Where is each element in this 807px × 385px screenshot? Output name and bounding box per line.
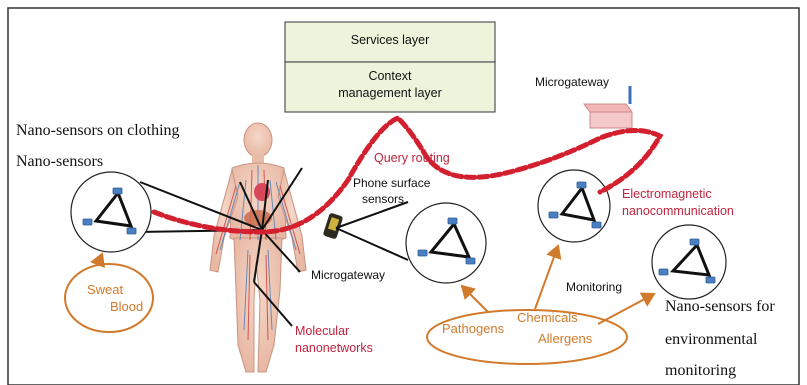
connection-lines bbox=[135, 167, 409, 327]
molecular-label-1: Molecular bbox=[295, 324, 350, 338]
query-routing-label: Query routing bbox=[374, 151, 450, 165]
frame-border bbox=[7, 7, 800, 385]
microgateway-device bbox=[583, 86, 633, 129]
pathogens-label: Pathogens bbox=[442, 321, 505, 336]
context-layer-label-2: management layer bbox=[338, 86, 442, 100]
phone-surface-label-1: Phone surface bbox=[353, 176, 431, 190]
electromagnetic-label-2: nanocommunication bbox=[622, 204, 734, 218]
electromagnetic-label-1: Electromagnetic bbox=[622, 187, 712, 201]
substances-ellipse bbox=[426, 309, 628, 365]
human-body-figure bbox=[209, 122, 307, 373]
nano-sensors-label: Nano-sensors bbox=[16, 153, 104, 170]
env-sensors-label-3: monitoring bbox=[665, 362, 737, 379]
query-routing-path bbox=[151, 115, 664, 235]
sensor-nodes bbox=[82, 181, 716, 284]
molecular-label-2: nanonetworks bbox=[295, 341, 373, 355]
phone-surface-label-2: sensors bbox=[362, 192, 405, 206]
env-sensors-label-1: Nano-sensors for bbox=[665, 298, 775, 315]
orange-arrows bbox=[90, 244, 656, 325]
context-layer-box bbox=[284, 61, 496, 113]
sensor-triangles bbox=[93, 184, 712, 277]
nano-sensors-clothing-label: Nano-sensors on clothing bbox=[16, 122, 180, 139]
monitoring-label: Monitoring bbox=[566, 280, 623, 294]
sweat-label: Sweat bbox=[87, 282, 124, 297]
blood-label: Blood bbox=[110, 299, 144, 314]
body-fluids-ellipse bbox=[64, 263, 154, 333]
microgateway-top-label: Microgateway bbox=[535, 75, 610, 89]
microgateway-body-label: Microgateway bbox=[311, 268, 386, 282]
services-layer-label: Services layer bbox=[350, 33, 430, 47]
context-layer-label-1: Context bbox=[368, 69, 412, 83]
chemicals-label: Chemicals bbox=[517, 310, 578, 325]
allergens-label: Allergens bbox=[538, 331, 593, 346]
env-sensors-label-2: environmental bbox=[665, 331, 758, 348]
